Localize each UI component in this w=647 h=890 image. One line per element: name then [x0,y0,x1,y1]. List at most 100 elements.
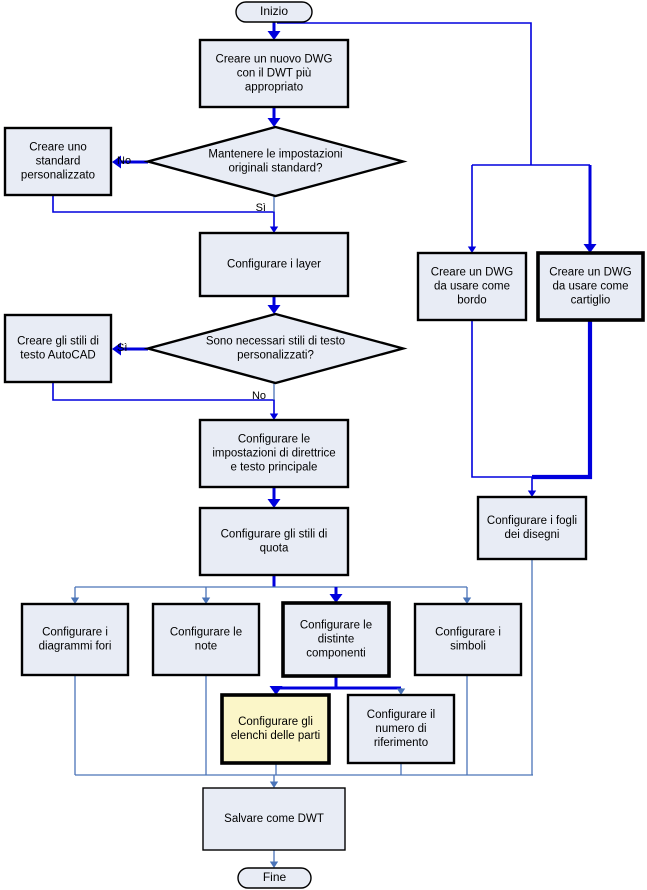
flow-edge [267,107,281,127]
process-shape[interactable] [198,38,350,109]
flow-node-fine[interactable]: Fine [237,867,312,889]
flow-edge [462,587,472,604]
process-shape[interactable] [416,251,528,322]
flow-edge [267,22,281,40]
flow-node-inizio[interactable]: Inizio [235,1,313,23]
process-shape[interactable] [20,602,130,677]
flow-edge [527,477,537,497]
edge-arrowhead [70,597,80,604]
flow-edge [532,320,593,480]
process-shape[interactable] [413,602,523,677]
flow-edge [471,320,532,478]
edge-arrowhead [396,688,406,695]
edge-arrowhead [201,597,211,604]
flow-edge [70,587,80,604]
process-shape[interactable] [536,251,645,322]
flow-node-salvare-dwt[interactable]: Salvare come DWT [202,787,346,851]
process-shape[interactable] [220,693,331,765]
edge-arrowhead [269,413,279,420]
edge-arrowhead [267,305,281,314]
edge-label-label-no-1: No [117,155,131,167]
edge-arrowhead [527,490,537,497]
edge-arrowhead [269,781,279,788]
process-shape[interactable] [476,495,588,561]
flow-edge [329,587,343,603]
flow-edge [52,195,279,233]
process-shape[interactable] [346,693,456,765]
edge-arrowhead [267,31,281,40]
edge-arrowhead [267,118,281,127]
edge-label-label-si-2: Sì [117,342,127,354]
decision-shape[interactable] [143,312,408,385]
flow-edge [112,342,148,356]
process-shape[interactable] [198,418,350,489]
edges-layer [52,22,597,868]
edge-arrowhead [269,861,279,868]
flow-edge [269,850,279,868]
terminator-shape[interactable] [235,1,313,23]
process-shape[interactable] [198,506,350,577]
edge-path [52,382,275,418]
process-shape[interactable] [281,601,391,678]
flow-node-configurare-layer[interactable]: Configurare i layer [198,231,350,298]
edge-label-label-no-2: No [252,390,266,402]
flow-edge [396,688,406,695]
edge-arrowhead [267,499,281,508]
decision-shape[interactable] [143,125,408,198]
node-label: Configurare i layer [227,259,321,271]
flow-edge [52,382,279,420]
edge-path [532,320,593,480]
node-label: Inizio [260,4,288,18]
flow-edge [277,22,532,165]
process-shape[interactable] [198,231,350,298]
edge-arrowhead [112,155,121,169]
edge-arrowhead [467,246,477,253]
process-shape[interactable] [151,602,261,677]
flow-edge [267,296,281,314]
edge-arrowhead [269,226,279,233]
process-shape[interactable] [3,126,113,197]
node-label: Salvare come DWT [224,813,324,825]
edge-path [471,320,532,478]
flow-edge [467,165,477,253]
flow-edge [267,487,281,508]
edge-arrowhead [112,342,121,356]
process-shape[interactable] [3,313,113,384]
terminator-shape[interactable] [237,867,312,889]
flow-edge [269,775,279,788]
edge-arrowhead [329,594,343,603]
node-label: Fine [263,870,287,884]
process-shape[interactable] [202,787,346,851]
edge-path [277,22,532,165]
